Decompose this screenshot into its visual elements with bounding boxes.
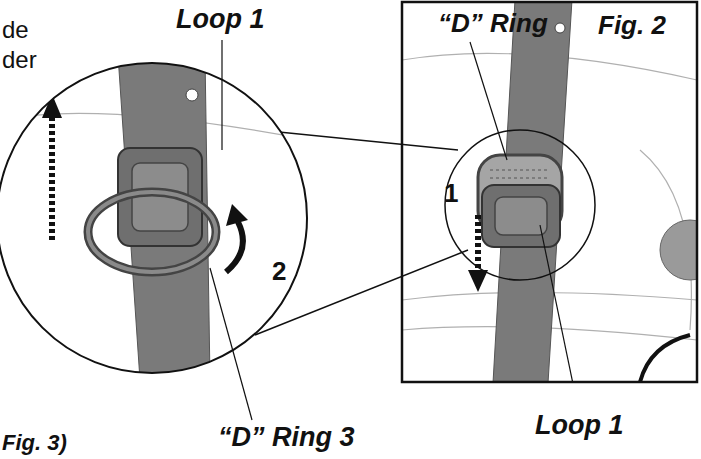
cut-text: de (2, 18, 29, 42)
leader-line (221, 40, 222, 150)
direction-arrow (49, 115, 55, 240)
seat-edge (640, 335, 690, 382)
part-label: “D” Ring 3 (218, 424, 355, 451)
strap-loop (482, 185, 560, 247)
ring-hatch (490, 178, 550, 179)
figure-label: Fig. 2 (598, 12, 666, 38)
callout-number: 1 (444, 180, 458, 206)
part-label: Loop 1 (535, 412, 624, 439)
harness-strap (118, 55, 210, 380)
detail-circle (445, 130, 595, 280)
zoom-circle (0, 63, 307, 373)
callout-number: 2 (272, 258, 286, 284)
figure-label: Fig. 3) (2, 432, 67, 454)
part-label: Loop 1 (176, 6, 265, 33)
d-ring-highlight (88, 192, 216, 272)
figure-frame (402, 2, 697, 382)
leader-line (470, 42, 507, 160)
ring-hatch (490, 170, 550, 171)
arrow-head (226, 204, 248, 226)
d-ring (88, 192, 216, 272)
direction-arrow (475, 215, 481, 272)
strap-hole (555, 23, 565, 33)
leader-line (210, 268, 252, 420)
strap-hole (186, 89, 198, 101)
part-label: “D” Ring (438, 10, 548, 36)
buckle-part (660, 220, 697, 280)
frame-content (402, 2, 697, 382)
cut-text: der (2, 48, 37, 72)
rotate-arrow (226, 222, 243, 272)
loop-opening (495, 197, 547, 235)
leader-line (540, 225, 578, 382)
arrow-head (468, 270, 488, 292)
